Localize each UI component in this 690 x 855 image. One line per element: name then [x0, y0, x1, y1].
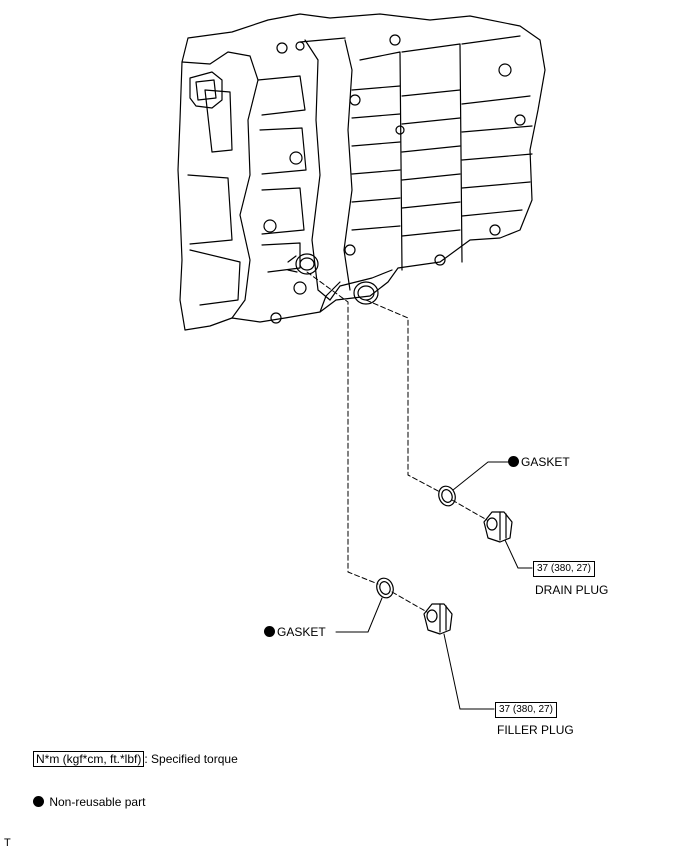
filler-plug: [423, 603, 453, 635]
legend-non-reusable: Non-reusable part: [33, 794, 145, 810]
gasket-upper-label: GASKET: [508, 455, 570, 469]
assembly-lines: [306, 271, 488, 613]
drain-plug: [483, 511, 513, 543]
legend-torque: N*m (kgf*cm, ft.*lbf): Specified torque: [33, 751, 238, 767]
gasket-lower-label: GASKET: [264, 625, 326, 639]
gasket-lower: [376, 577, 394, 599]
non-reusable-dot-icon: [264, 626, 275, 637]
non-reusable-dot-icon: [33, 796, 44, 807]
corner-mark: T: [4, 837, 11, 849]
case-port-filler: [287, 253, 319, 275]
filler-plug-torque: 37 (380, 27): [495, 702, 557, 718]
transmission-case: [177, 13, 546, 331]
drain-plug-torque: 37 (380, 27): [533, 561, 595, 577]
filler-plug-label: FILLER PLUG: [497, 723, 574, 737]
leader-lines: [335, 461, 533, 710]
gasket-upper: [438, 485, 456, 507]
drain-plug-label: DRAIN PLUG: [535, 583, 609, 597]
case-port-drain: [353, 281, 379, 305]
non-reusable-dot-icon: [508, 456, 519, 467]
torque-unit-box: N*m (kgf*cm, ft.*lbf): [33, 751, 145, 767]
torque-desc: : Specified torque: [144, 752, 238, 766]
